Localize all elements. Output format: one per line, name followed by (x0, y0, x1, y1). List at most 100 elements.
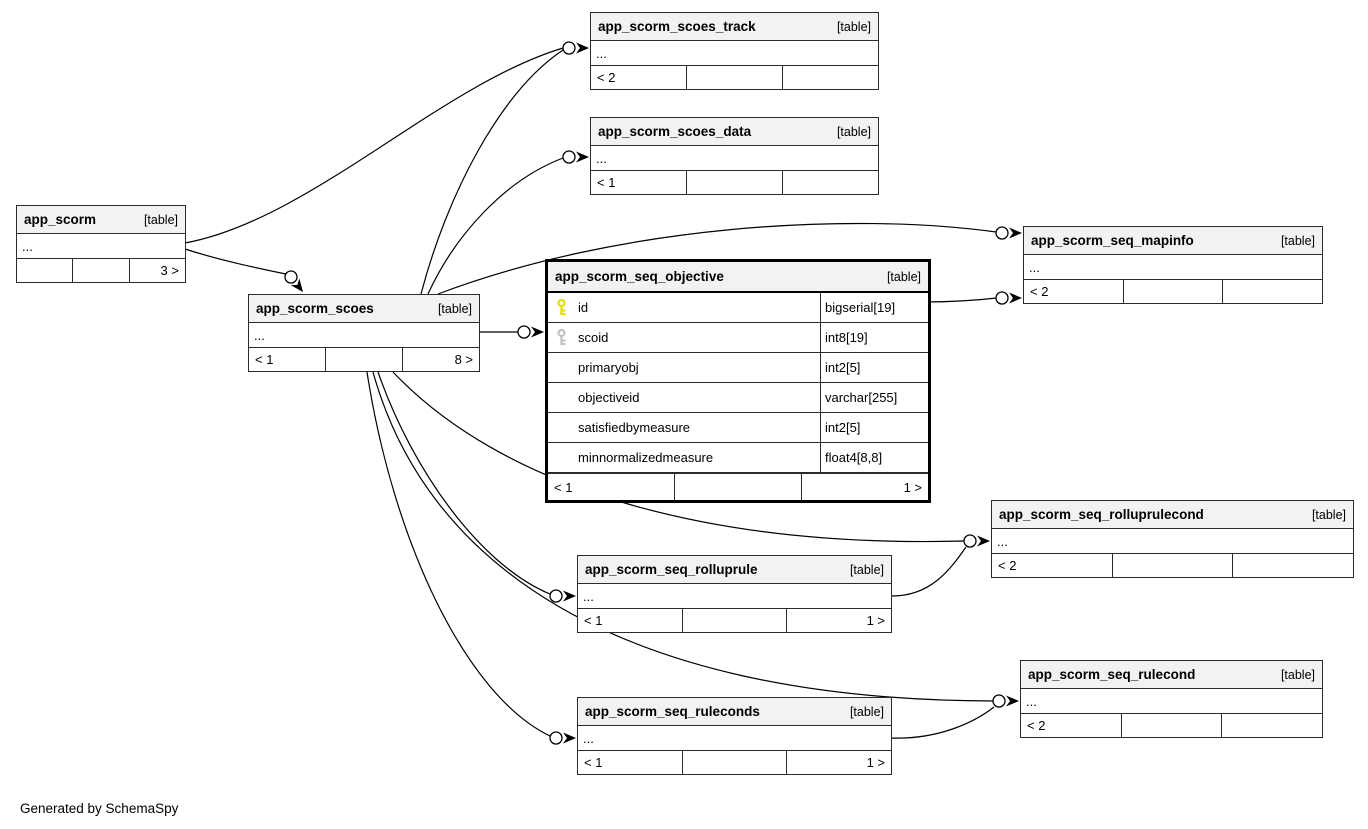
edge-app_scorm-to-scoes (184, 248, 287, 275)
edge-seq_objective-to-seq_mapinfo (924, 297, 997, 303)
table-footer: 3 > (17, 259, 185, 282)
column-row[interactable]: satisfiedbymeasure int2[5] (548, 413, 928, 443)
table-header: app_scorm_seq_rulecond [table] (1021, 661, 1322, 689)
parent-count: < 1 (597, 175, 616, 190)
table-footer: < 2 (1021, 714, 1322, 737)
child-count (1222, 280, 1322, 303)
table-app_scorm[interactable]: app_scorm [table] ... 3 > (16, 205, 186, 283)
table-app_scorm_seq_mapinfo[interactable]: app_scorm_seq_mapinfo [table] ... < 2 (1023, 226, 1323, 304)
elided-columns-row: ... (992, 529, 1353, 554)
table-app_scorm_scoes_data[interactable]: app_scorm_scoes_data [table] ... < 1 (590, 117, 879, 195)
table-app_scorm_scoes_track[interactable]: app_scorm_scoes_track [table] ... < 2 (590, 12, 879, 90)
edge-seq_rolluprule-to-seq_rolluprulecond (889, 546, 967, 597)
child-count (782, 66, 878, 89)
edge-scoes-to-seq_rolluprule (377, 371, 551, 595)
edge-scoes-to-seq_mapinfo (437, 222, 997, 295)
footer-spacer (72, 259, 128, 282)
table-title[interactable]: app_scorm_seq_ruleconds (585, 704, 760, 719)
parent-count: < 1 (255, 352, 274, 367)
edge-scoes-to-scoes_data (427, 157, 564, 295)
table-title[interactable]: app_scorm_scoes (256, 301, 374, 316)
marker-scoes_track (562, 41, 589, 55)
column-row[interactable]: id bigserial[19] (548, 293, 928, 323)
primary-key-icon (556, 299, 578, 316)
table-title[interactable]: app_scorm_scoes_track (598, 19, 756, 34)
table-type-badge: [table] (437, 301, 472, 316)
table-app_scorm_seq_rulecond[interactable]: app_scorm_seq_rulecond [table] ... < 2 (1020, 660, 1323, 738)
table-title[interactable]: app_scorm_seq_rolluprule (585, 562, 758, 577)
marker-seq_rolluprulecond (963, 534, 990, 548)
column-row[interactable]: objectiveid varchar[255] (548, 383, 928, 413)
column-type: varchar[255] (825, 390, 898, 405)
table-header: app_scorm [table] (17, 206, 185, 234)
child-count: 1 > (786, 609, 891, 632)
footer-spacer (1111, 554, 1233, 577)
table-footer: < 1 1 > (578, 751, 891, 774)
table-footer: < 2 (591, 66, 878, 89)
parent-count: < 1 (554, 479, 573, 495)
child-count (782, 171, 878, 194)
parent-count: < 2 (1030, 284, 1049, 299)
table-title[interactable]: app_scorm_seq_rolluprulecond (999, 507, 1204, 522)
column-name: minnormalizedmeasure (578, 450, 714, 465)
table-type-badge: [table] (849, 704, 884, 719)
table-header: app_scorm_scoes_track [table] (591, 13, 878, 41)
column-type: int8[19] (825, 330, 868, 345)
column-name: primaryobj (578, 360, 639, 375)
table-header: app_scorm_seq_rolluprule [table] (578, 556, 891, 584)
table-footer: < 1 (591, 171, 878, 194)
table-app_scorm_seq_rolluprulecond[interactable]: app_scorm_seq_rolluprulecond [table] ...… (991, 500, 1354, 578)
elided-columns-row: ... (591, 146, 878, 171)
column-row[interactable]: minnormalizedmeasure float4[8,8] (548, 443, 928, 473)
footer-spacer (1122, 280, 1223, 303)
column-type: int2[5] (825, 420, 861, 435)
table-app_scorm_seq_rolluprule[interactable]: app_scorm_seq_rolluprule [table] ... < 1… (577, 555, 892, 633)
child-count (1221, 714, 1322, 737)
table-header: app_scorm_scoes [table] (249, 295, 479, 323)
table-type-badge: [table] (143, 212, 178, 227)
parent-count: < 2 (597, 70, 616, 85)
table-footer: < 2 (992, 554, 1353, 577)
parent-count: < 1 (584, 613, 603, 628)
table-type-badge: [table] (836, 124, 871, 139)
table-title[interactable]: app_scorm_scoes_data (598, 124, 752, 139)
footer-spacer (686, 171, 782, 194)
column-type: int2[5] (825, 360, 861, 375)
elided-columns-row: ... (249, 323, 479, 348)
table-title[interactable]: app_scorm_seq_mapinfo (1031, 233, 1194, 248)
marker-seq_mapinfo-upper (995, 226, 1022, 240)
cardinality-markers (284, 41, 1022, 745)
table-header: app_scorm_seq_ruleconds [table] (578, 698, 891, 726)
table-app_scorm_seq_objective[interactable]: app_scorm_seq_objective [table] id bigse… (545, 259, 931, 503)
elided-columns-row: ... (578, 726, 891, 751)
table-app_scorm_seq_ruleconds[interactable]: app_scorm_seq_ruleconds [table] ... < 1 … (577, 697, 892, 775)
footer-spacer (681, 609, 787, 632)
table-app_scorm_scoes[interactable]: app_scorm_scoes [table] ... < 1 8 > (248, 294, 480, 372)
elided-columns-row: ... (578, 584, 891, 609)
column-name: satisfiedbymeasure (578, 420, 690, 435)
parent-count (17, 259, 72, 282)
table-type-badge: [table] (1280, 233, 1315, 248)
elided-columns-row: ... (591, 41, 878, 66)
marker-seq_objective (517, 325, 544, 339)
marker-seq_rulecond (992, 694, 1019, 708)
edge-app_scorm-to-scoes_track (184, 47, 564, 244)
table-title[interactable]: app_scorm (24, 212, 97, 227)
elided-columns-row: ... (17, 234, 185, 259)
table-header: app_scorm_seq_rolluprulecond [table] (992, 501, 1353, 529)
parent-count: < 2 (1027, 718, 1046, 733)
marker-scoes_data (562, 150, 589, 164)
column-row[interactable]: primaryobj int2[5] (548, 353, 928, 383)
generator-note: Generated by SchemaSpy (20, 801, 179, 816)
parent-count: < 2 (998, 558, 1017, 573)
footer-spacer (686, 66, 782, 89)
elided-columns-row: ... (1024, 255, 1322, 280)
table-title[interactable]: app_scorm_seq_rulecond (1028, 667, 1196, 682)
table-title[interactable]: app_scorm_seq_objective (555, 269, 724, 284)
table-header: app_scorm_seq_mapinfo [table] (1024, 227, 1322, 255)
marker-seq_ruleconds (549, 731, 576, 745)
footer-spacer (325, 348, 402, 371)
column-row[interactable]: scoid int8[19] (548, 323, 928, 353)
